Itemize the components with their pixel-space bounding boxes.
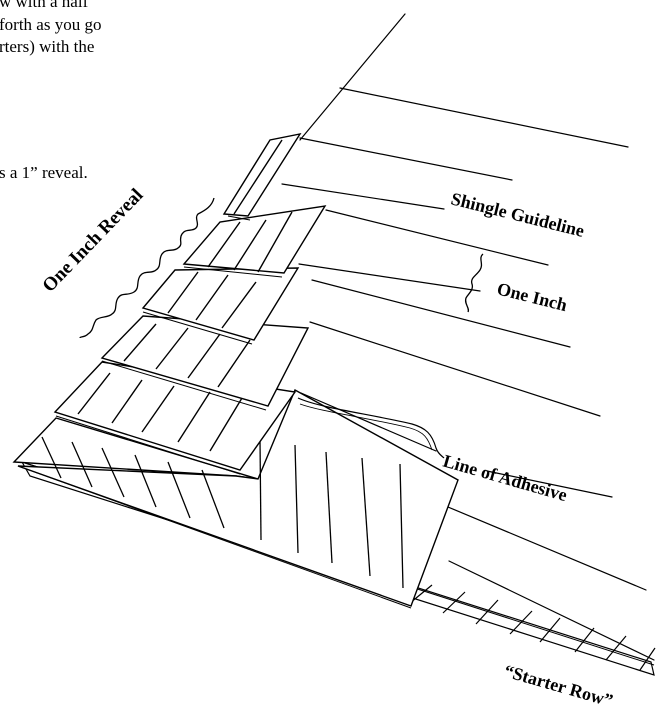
shingle-course-5 [182,205,327,278]
adhesive-leader-line-inner [299,403,433,451]
shingle-course-top [222,132,302,221]
guideline [311,279,571,348]
instruction-line-4: s a 1” reveal. [0,163,88,182]
one-inch-reveal-label: One Inch Reveal [38,185,147,297]
guideline [325,209,549,266]
shingle-guideline-label: Shingle Guideline [449,188,586,240]
guideline [309,321,601,417]
roof-edge-line [299,13,406,141]
one-inch-brace [464,253,484,313]
shingle-course-3 [100,315,310,411]
instruction-line-3: rters) with the [0,37,95,56]
shingle-course-1 [12,389,459,609]
guideline [339,87,629,148]
one-inch-label: One Inch [495,278,569,315]
guideline [447,506,647,591]
reveal-brace [79,197,215,339]
guideline [281,183,445,210]
instruction-line-2: forth as you go [0,15,102,34]
adhesive-leader-line [297,397,445,459]
guideline [300,392,437,452]
starter-row-label: “Starter Row” [502,661,615,708]
instruction-line-1: w with a half [0,0,89,11]
guideline [299,137,513,181]
guideline [486,470,613,498]
line-of-adhesive-label: Line of Adhesive [441,451,570,506]
shingle-course-4 [141,267,300,345]
guideline [298,263,481,292]
